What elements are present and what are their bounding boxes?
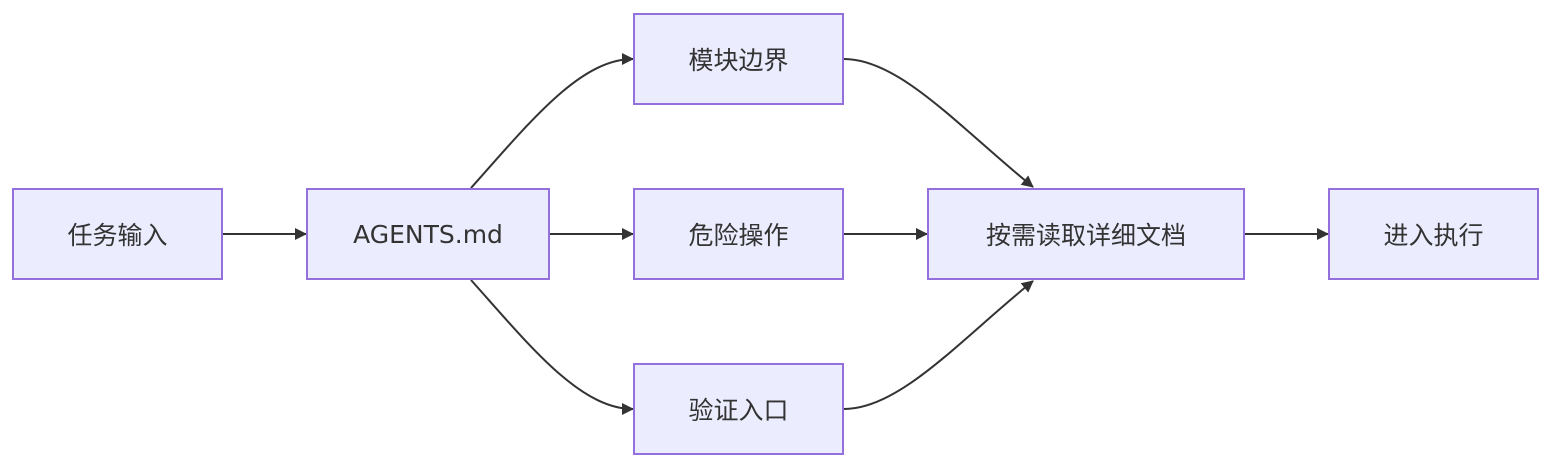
node-verify-entry-label: 验证入口 xyxy=(688,396,789,425)
node-read-docs-label: 按需读取详细文档 xyxy=(985,221,1186,250)
node-execute-label: 进入执行 xyxy=(1383,221,1484,250)
node-verify-entry: 验证入口 xyxy=(633,363,844,455)
node-module-boundary: 模块边界 xyxy=(633,13,844,105)
node-task-input-label: 任务输入 xyxy=(67,221,168,250)
node-dangerous-ops-label: 危险操作 xyxy=(688,221,789,250)
node-execute: 进入执行 xyxy=(1328,188,1539,280)
node-task-input: 任务输入 xyxy=(12,188,223,280)
node-dangerous-ops: 危险操作 xyxy=(633,188,844,280)
node-agents-md: AGENTS.md xyxy=(306,188,550,280)
node-read-docs: 按需读取详细文档 xyxy=(927,188,1245,280)
edge-verify-entry-to-read-docs xyxy=(843,280,1034,410)
node-module-boundary-label: 模块边界 xyxy=(688,46,789,75)
edge-module-boundary-to-read-docs xyxy=(843,58,1034,188)
node-agents-md-label: AGENTS.md xyxy=(353,219,503,249)
edge-agents-md-to-verify-entry xyxy=(470,279,634,415)
edge-agents-md-to-module-boundary xyxy=(470,53,634,189)
